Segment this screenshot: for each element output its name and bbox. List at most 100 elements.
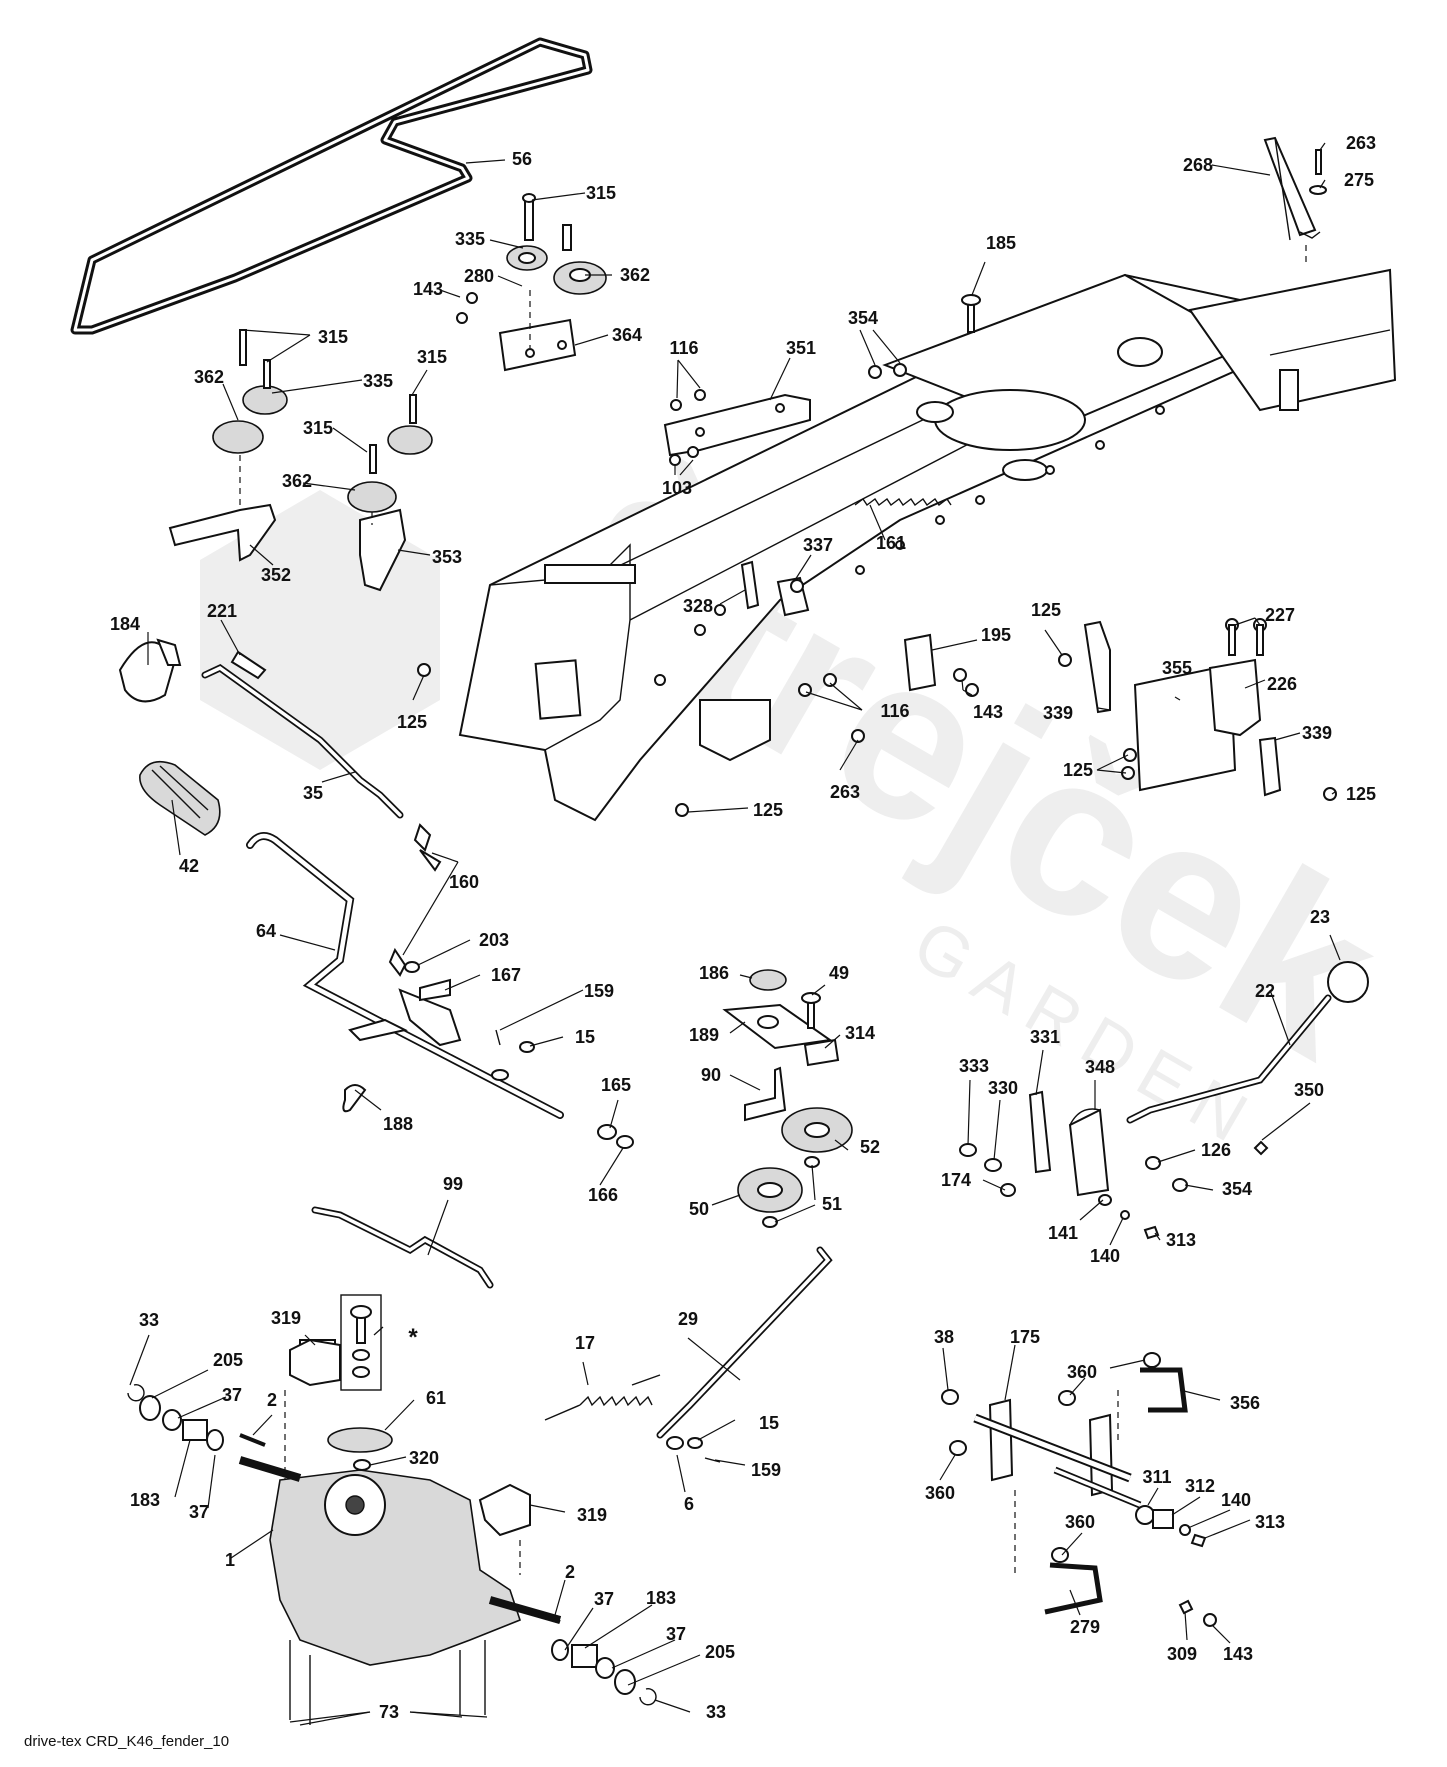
callout-362: 362 [619,265,651,285]
callout-320: 320 [408,1448,440,1468]
callout-125: 125 [1030,600,1062,620]
callout-56: 56 [511,149,533,169]
callout-37: 37 [221,1385,243,1405]
callout-263: 263 [1345,133,1377,153]
footnote-asterisk: * [408,1324,418,1351]
callout-143: 143 [972,702,1004,722]
callout-315: 315 [585,183,617,203]
callout-268: 268 [1182,155,1214,175]
callout-314: 314 [844,1023,876,1043]
callout-15: 15 [758,1413,780,1433]
callout-17: 17 [574,1333,596,1353]
callout-33: 33 [705,1702,727,1722]
callout-354: 354 [1221,1179,1253,1199]
callout-64: 64 [255,921,277,941]
bracket-328-337 [740,560,810,617]
callout-226: 226 [1266,674,1298,694]
callout-6: 6 [683,1494,695,1514]
callout-189: 189 [688,1025,720,1045]
callout-360: 360 [924,1483,956,1503]
callout-160: 160 [448,872,480,892]
callout-203: 203 [478,930,510,950]
callout-125: 125 [1345,784,1377,804]
callout-140: 140 [1220,1490,1252,1510]
callout-73: 73 [378,1702,400,1722]
callout-355: 355 [1161,658,1193,678]
callout-339: 339 [1042,703,1074,723]
pedal-shaft-64 [246,832,634,1149]
callout-22: 22 [1254,981,1276,1001]
transaxle [238,1338,562,1725]
callout-167: 167 [490,965,522,985]
callout-311: 311 [1142,1467,1172,1487]
callout-263: 263 [829,782,861,802]
callout-116: 116 [880,701,910,721]
callout-360: 360 [1066,1362,1098,1382]
callout-52: 52 [859,1137,881,1157]
callout-125: 125 [396,712,428,732]
spring-161 [854,497,952,507]
callout-186: 186 [698,963,730,983]
callout-312: 312 [1184,1476,1216,1496]
callout-125: 125 [752,800,784,820]
callout-37: 37 [593,1589,615,1609]
callout-313: 313 [1254,1512,1286,1532]
callout-33: 33 [138,1310,160,1330]
callout-161: 161 [875,533,907,553]
leader-lines [129,142,1341,1726]
axle-hardware-right [537,1613,657,1706]
diagram-caption: drive-tex CRD_K46_fender_10 [24,1733,230,1750]
callout-362: 362 [193,367,225,387]
callout-37: 37 [188,1502,210,1522]
callout-51: 51 [821,1194,843,1214]
callout-174: 174 [940,1170,972,1190]
callout-15: 15 [574,1027,596,1047]
callout-348: 348 [1084,1057,1116,1077]
callout-275: 275 [1343,170,1375,190]
callout-103: 103 [661,478,693,498]
callout-1: 1 [224,1550,236,1570]
callout-309: 309 [1166,1644,1198,1664]
pedal-pad-42 [139,760,221,836]
callout-35: 35 [302,783,324,803]
callout-183: 183 [129,1490,161,1510]
center-idler-group [722,969,853,1228]
small-pins-pedal [342,849,535,1113]
callout-42: 42 [178,856,200,876]
callout-315: 315 [302,418,334,438]
callout-29: 29 [677,1309,699,1329]
callout-99: 99 [442,1174,464,1194]
callout-188: 188 [382,1114,414,1134]
callout-125: 125 [1062,760,1094,780]
bolt-kit [340,1294,382,1391]
callout-364: 364 [611,325,643,345]
callout-165: 165 [600,1075,632,1095]
callout-2: 2 [564,1562,576,1582]
callout-23: 23 [1309,907,1331,927]
callout-351: 351 [785,338,817,358]
callout-356: 356 [1229,1393,1261,1413]
callout-315: 315 [317,327,349,347]
callout-354: 354 [847,308,879,328]
callout-175: 175 [1009,1327,1041,1347]
callout-205: 205 [704,1642,736,1662]
callout-353: 353 [431,547,463,567]
callout-227: 227 [1264,605,1296,625]
callout-313: 313 [1165,1230,1197,1250]
callout-126: 126 [1200,1140,1232,1160]
callout-339: 339 [1301,723,1333,743]
callout-185: 185 [985,233,1017,253]
callout-350: 350 [1293,1080,1325,1100]
callout-159: 159 [583,981,615,1001]
callout-61: 61 [425,1388,447,1408]
callout-140: 140 [1089,1246,1121,1266]
lift-shaft [941,1352,1217,1627]
callout-279: 279 [1069,1617,1101,1637]
callout-335: 335 [362,371,394,391]
rod-29-spring-17 [544,1246,833,1463]
rod-35 [201,663,432,852]
callout-38: 38 [933,1327,955,1347]
callout-315: 315 [416,347,448,367]
callout-328: 328 [682,596,714,616]
